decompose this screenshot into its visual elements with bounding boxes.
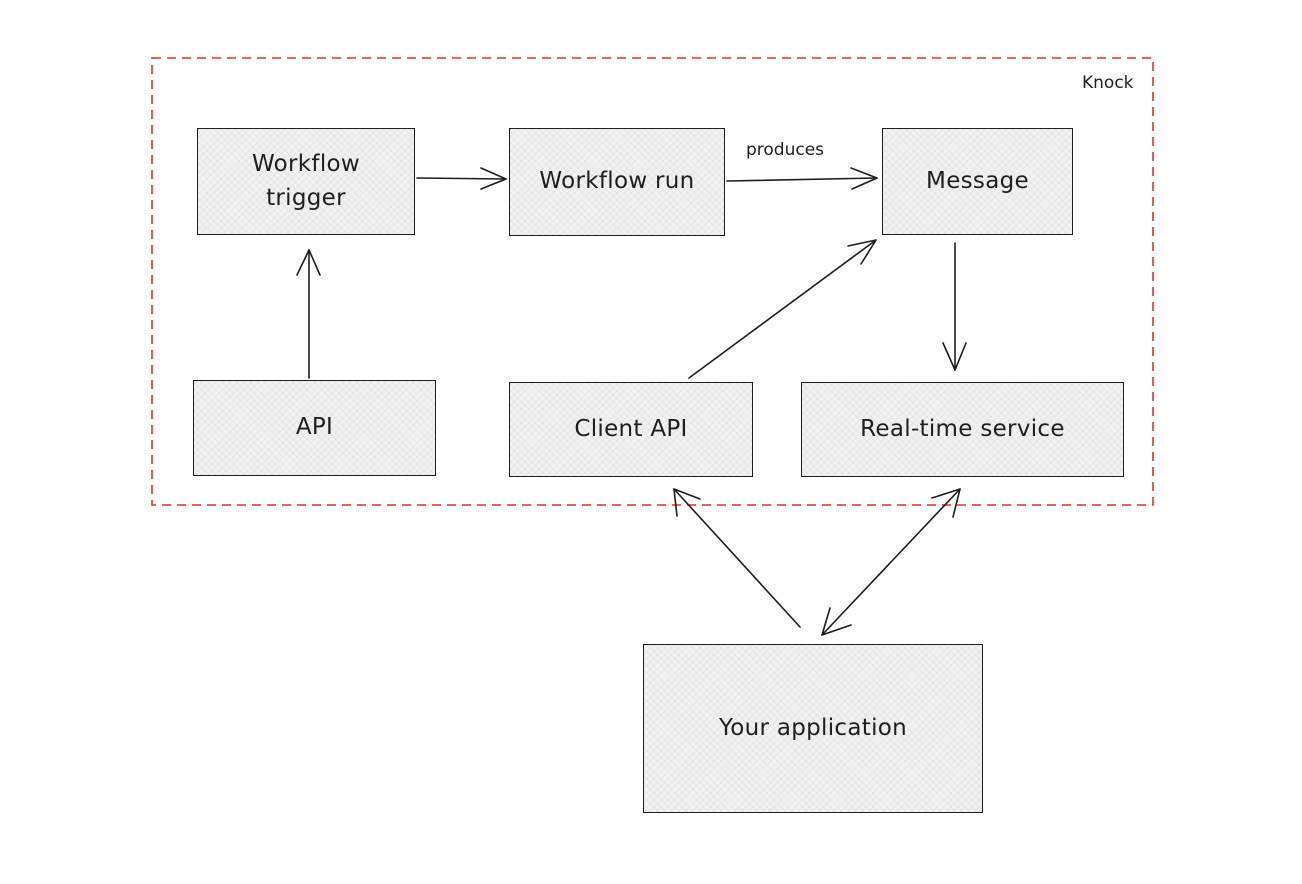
edge-your-application-realtime-service <box>821 488 961 636</box>
workflow-trigger-node: Workflow trigger <box>197 128 415 235</box>
edge-workflow-run-to-message <box>726 167 878 190</box>
edge-api-to-workflow-trigger <box>296 249 321 379</box>
api-label: API <box>295 414 334 441</box>
workflow-run-node: Workflow run <box>509 128 725 236</box>
edge-your-application-to-client-api <box>673 488 801 628</box>
workflow-run-label: Workflow run <box>539 168 695 195</box>
client-api-node: Client API <box>509 382 753 477</box>
edge-client-api-to-message <box>688 239 877 379</box>
message-label: Message <box>926 167 1029 194</box>
realtime-service-node: Real-time service <box>801 382 1124 477</box>
knock-group-label: Knock <box>1082 73 1134 93</box>
your-application-node: Your application <box>643 644 983 813</box>
client-api-label: Client API <box>574 415 688 442</box>
realtime-service-label: Real-time service <box>860 415 1065 442</box>
api-node: API <box>193 380 436 476</box>
produces-edge-label: produces <box>746 140 825 160</box>
edge-workflow-trigger-to-workflow-run <box>416 167 507 190</box>
your-application-label: Your application <box>718 714 908 741</box>
workflow-trigger-label: Workflow trigger <box>251 151 360 211</box>
message-node: Message <box>882 128 1073 235</box>
knock-boundary <box>151 57 1154 506</box>
edge-message-to-realtime-service <box>942 242 967 371</box>
